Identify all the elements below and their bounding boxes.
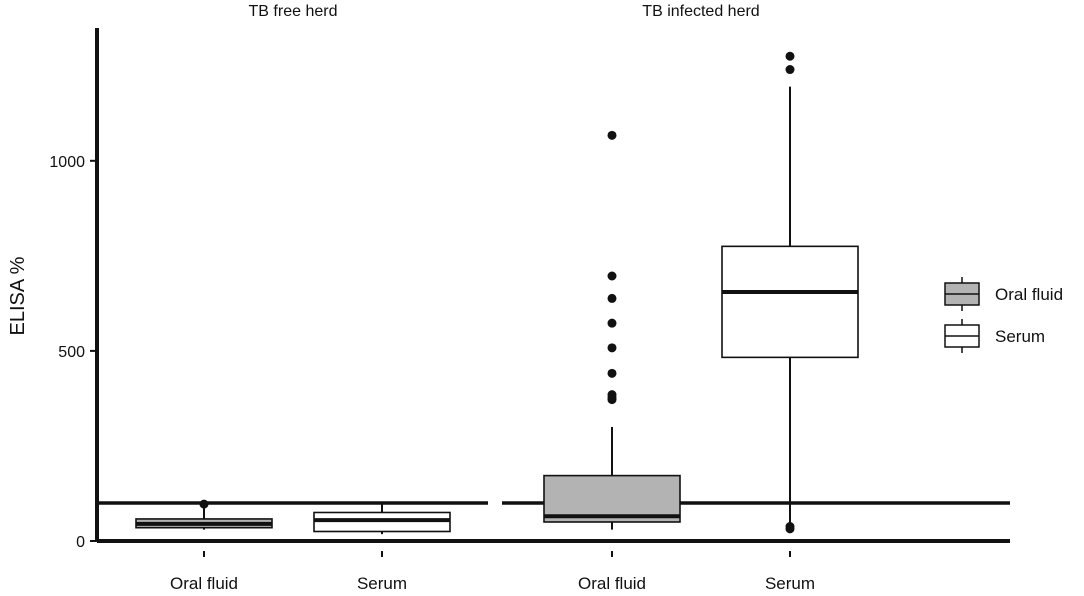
outlier-point <box>199 499 209 509</box>
outlier-point <box>607 271 617 281</box>
x-category-label: Serum <box>357 574 407 593</box>
box <box>721 51 859 534</box>
box-body <box>721 245 859 359</box>
outlier-point <box>607 293 617 303</box>
boxes <box>135 51 859 535</box>
outlier-point <box>785 65 795 75</box>
x-category-label: Oral fluid <box>578 574 646 593</box>
y-tick-label: 1000 <box>49 154 85 171</box>
outlier-point <box>607 130 617 140</box>
legend-item: Oral fluid <box>944 277 1063 311</box>
box-body <box>543 474 681 523</box>
x-category-label: Oral fluid <box>170 574 238 593</box>
outlier-point <box>607 368 617 378</box>
box <box>313 503 451 535</box>
y-tick-label: 0 <box>76 534 85 551</box>
outlier-point <box>607 343 617 353</box>
outlier-point <box>607 390 617 400</box>
x-category-label: Serum <box>765 574 815 593</box>
y-tick-label: 500 <box>58 344 85 361</box>
y-axis-title: ELISA % <box>7 256 29 335</box>
outlier-point <box>785 522 795 532</box>
legend-label: Serum <box>995 327 1045 346</box>
axes: 0 500 1000 <box>49 28 1010 557</box>
outlier-point <box>607 318 617 328</box>
panel-title: TB free herd <box>249 3 338 20</box>
outlier-point <box>785 51 795 61</box>
box <box>135 499 273 530</box>
legend-label: Oral fluid <box>995 285 1063 304</box>
box <box>543 130 681 530</box>
legend-item: Serum <box>944 319 1045 353</box>
panel-title: TB infected herd <box>642 3 759 20</box>
